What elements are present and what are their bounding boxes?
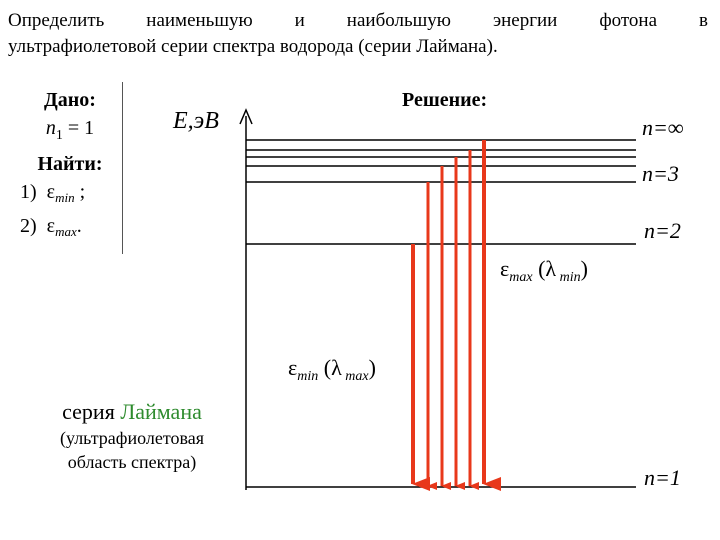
emax-annotation: εmax (λ min) (500, 256, 588, 285)
series-desc-1: (ультрафиолетовая (60, 428, 204, 448)
find-header: Найти: (37, 153, 103, 175)
emin-annotation: εmin (λ max) (288, 355, 376, 384)
series-title: серия Лаймана (62, 399, 202, 424)
level-label-n1: n=1 (644, 465, 681, 490)
given-header: Дано: (44, 89, 96, 111)
energy-axis-label: Е,эВ (172, 108, 219, 134)
given-block: Дано: n1 = 1 Найти: 1) εmin ; 2) εmax. (20, 86, 120, 246)
find-item-1: 1) εmin ; (20, 181, 86, 205)
energy-axis-arrow (239, 108, 253, 125)
level-label-ninf: n=∞ (642, 115, 684, 140)
problem-line-1: Определить наименьшую и наибольшую энерг… (8, 10, 708, 31)
given-n1: n1 = 1 (45, 117, 95, 143)
level-label-n3: n=3 (642, 161, 679, 186)
series-desc-2: область спектра) (67, 452, 197, 472)
given-separator (122, 82, 123, 254)
series-name: Лаймана (120, 399, 202, 424)
series-caption: серия Лаймана (ультрафиолетовая область … (22, 398, 242, 474)
problem-statement: Определить наименьшую и наибольшую энерг… (8, 8, 708, 60)
level-label-n2: n=2 (644, 218, 681, 243)
problem-line-2: ультрафиолетовой серии спектра водорода … (8, 36, 498, 57)
solution-title: Решение: (402, 89, 487, 111)
find-item-2: 2) εmax. (20, 215, 82, 239)
